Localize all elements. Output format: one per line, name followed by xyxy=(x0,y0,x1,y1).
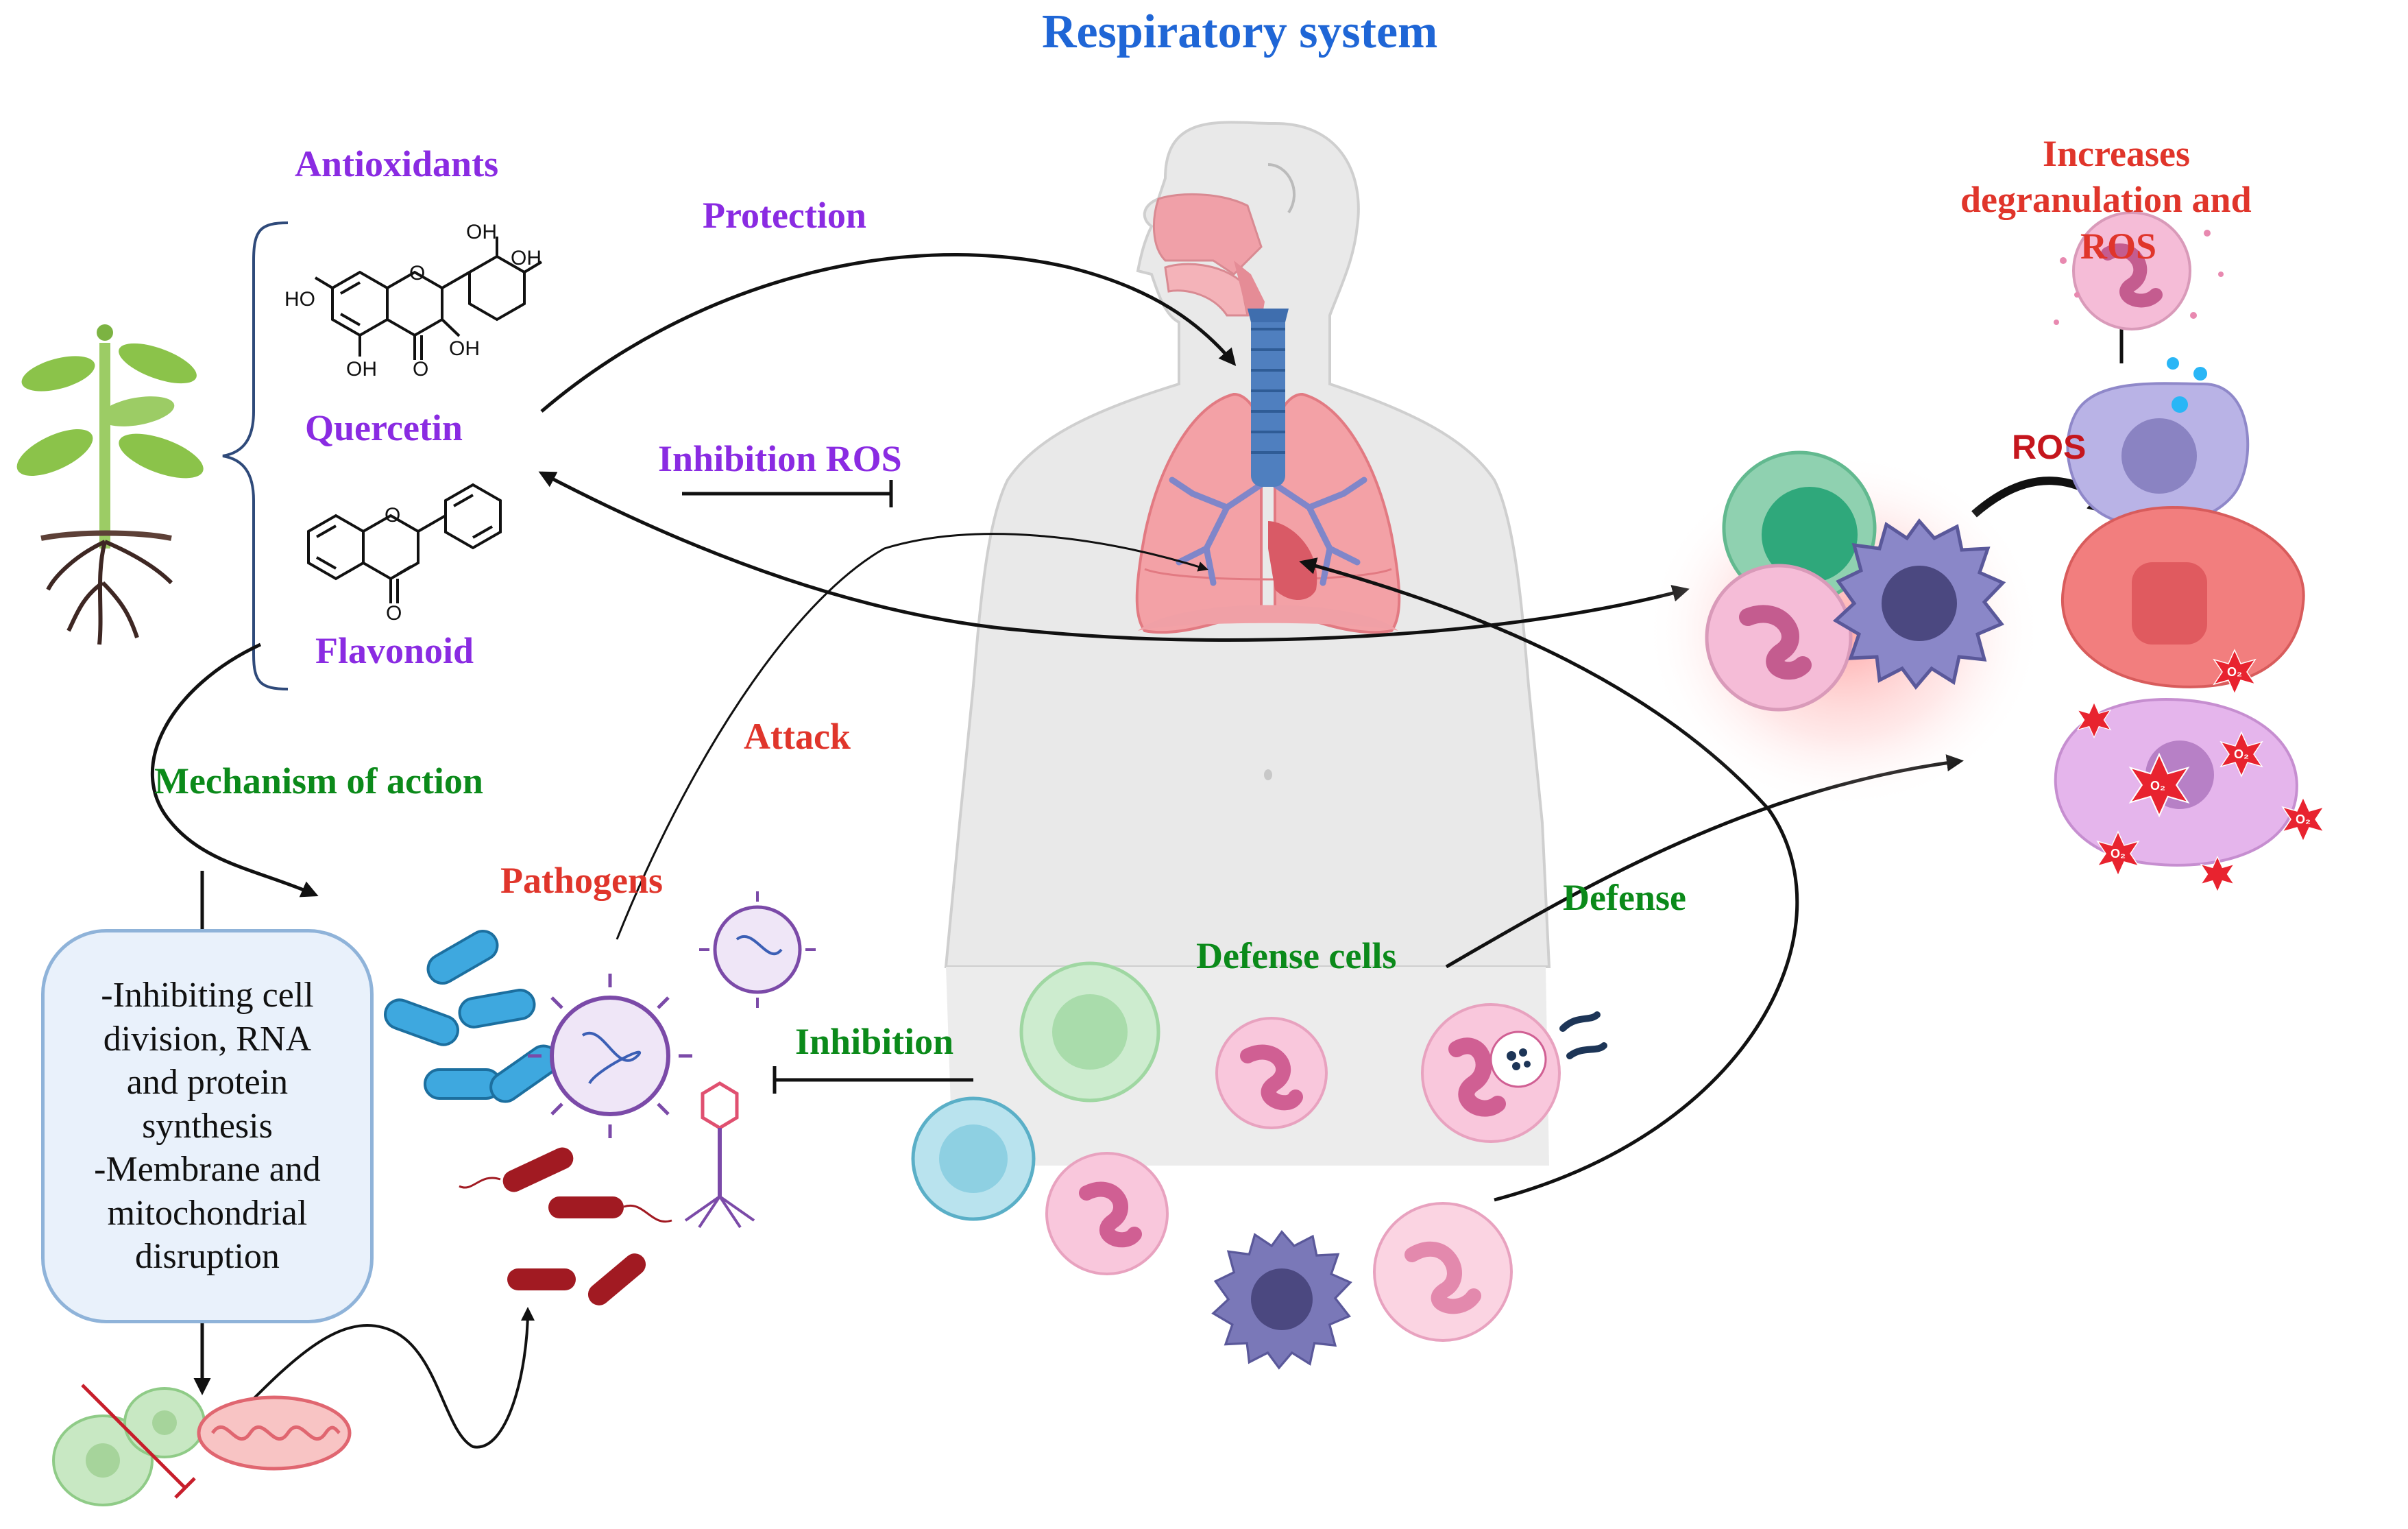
chem-oh-bottom: OH xyxy=(346,358,377,381)
dividing-cell-illustration xyxy=(52,1384,206,1506)
mechanism-line: -Membrane and xyxy=(94,1150,321,1190)
superoxide-label: O₂ xyxy=(2227,665,2242,679)
bacteria-red-illustration xyxy=(459,1147,672,1305)
label-pathogens: Pathogens xyxy=(500,860,664,901)
chem-ho-left: HO xyxy=(284,288,315,311)
label-defense: Defense xyxy=(1563,877,1686,918)
chem-o-flavonoid-carbonyl: O xyxy=(386,602,402,625)
chem-o-flavonoid-ring: O xyxy=(385,504,401,527)
defense-cells-group xyxy=(911,961,1607,1369)
label-antioxidants: Antioxidants xyxy=(295,143,499,184)
chem-oh-ring: OH xyxy=(449,337,480,360)
mechanism-line: -Inhibiting cell xyxy=(101,976,314,1015)
nasal-cavity-illustration xyxy=(1152,193,1265,322)
mitochondrion-illustration xyxy=(197,1395,352,1471)
mechanism-line: disruption xyxy=(135,1237,280,1277)
chem-o-carbonyl: O xyxy=(413,358,429,381)
flavonoid-structure xyxy=(307,483,502,603)
antioxidant-brace xyxy=(222,221,289,690)
label-ros: ROS xyxy=(2012,428,2087,466)
mechanism-line: synthesis xyxy=(142,1106,273,1146)
virus-large-illustration xyxy=(528,974,692,1138)
label-flavonoid: Flavonoid xyxy=(315,630,474,671)
diagram-title: Respiratory system xyxy=(1042,5,1438,58)
mechanism-line: mitochondrial xyxy=(107,1193,308,1233)
label-increases-line-3: ROS xyxy=(2080,226,2157,267)
label-quercetin: Quercetin xyxy=(305,407,463,448)
label-attack: Attack xyxy=(744,716,851,757)
label-defense-cells: Defense cells xyxy=(1196,935,1397,976)
chem-o-ring: O xyxy=(409,262,426,285)
superoxide-label: O₂ xyxy=(2111,847,2126,860)
virus-small-illustration xyxy=(699,891,816,1008)
chem-oh-top: OH xyxy=(466,221,497,243)
connector-lines xyxy=(151,253,2132,1449)
degranulating-cell-stack: O₂ O₂ O₂ O₂ O₂ xyxy=(2054,211,2324,893)
mechanism-of-action-box: -Inhibiting cell division, RNA and prote… xyxy=(41,929,374,1323)
label-inhibition: Inhibition xyxy=(795,1021,954,1062)
label-protection: Protection xyxy=(703,195,866,236)
plant-illustration xyxy=(16,324,204,645)
quercetin-structure xyxy=(314,237,543,360)
chem-oh-right: OH xyxy=(511,247,542,269)
bacteria-blue-illustration xyxy=(384,930,559,1103)
superoxide-label: O₂ xyxy=(2234,747,2249,761)
superoxide-label: O₂ xyxy=(2150,779,2165,793)
activated-cell-cluster xyxy=(1645,450,2043,809)
label-increases-line-2: degranulation and xyxy=(1960,179,2252,220)
label-inhibition-ros: Inhibition ROS xyxy=(658,438,902,479)
mechanism-line: division, RNA xyxy=(103,1019,312,1059)
bacteriophage-illustration xyxy=(684,1081,755,1229)
label-increases-line-1: Increases xyxy=(2043,133,2190,174)
mechanism-line: and protein xyxy=(126,1063,289,1103)
label-mechanism-of-action: Mechanism of action xyxy=(154,760,483,802)
superoxide-label: O₂ xyxy=(2296,812,2311,826)
